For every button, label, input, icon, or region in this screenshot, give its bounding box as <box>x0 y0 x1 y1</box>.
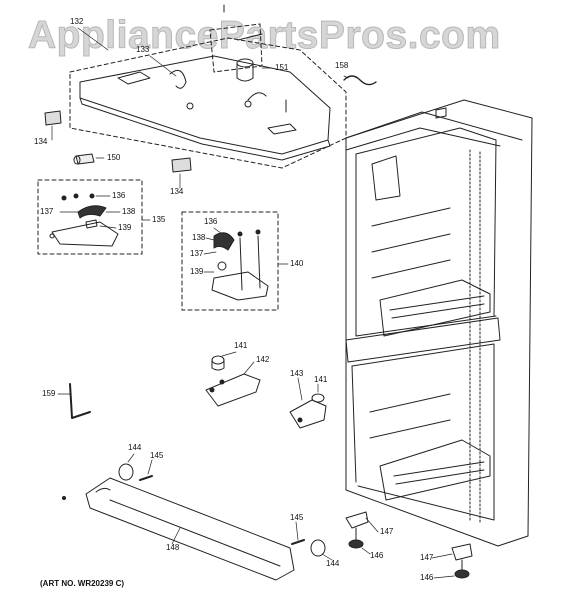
callout-145-left: 145 <box>150 451 164 460</box>
callout-136-left: 136 <box>112 191 126 200</box>
callout-138-right: 138 <box>192 233 206 242</box>
part-144-roller-right <box>310 539 326 557</box>
callout-144-right: 144 <box>326 559 340 568</box>
top-cover-panel <box>79 55 331 155</box>
callout-147-right: 147 <box>420 553 434 562</box>
refrigerator-cabinet <box>345 99 533 547</box>
callout-159: 159 <box>42 389 56 398</box>
part-134-tag-left <box>44 110 62 126</box>
callout-139-left: 139 <box>118 223 132 232</box>
callout-133: 133 <box>136 45 150 54</box>
callout-142: 142 <box>256 355 270 364</box>
leader-lines <box>51 27 455 579</box>
callout-146-left: 146 <box>370 551 384 560</box>
callout-141-left: 141 <box>234 341 248 350</box>
callout-140: 140 <box>290 259 304 268</box>
part-143-hinge <box>289 399 327 429</box>
callout-150: 150 <box>107 153 121 162</box>
callout-144-left: 144 <box>128 443 142 452</box>
callout-137-left: 137 <box>40 207 54 216</box>
part-147-bracket-right <box>451 543 473 561</box>
part-144-roller-left <box>118 463 134 481</box>
callout-151: 151 <box>275 63 289 72</box>
callout-139-right: 139 <box>190 267 204 276</box>
callout-147-left: 147 <box>380 527 394 536</box>
part-147-bracket-left <box>345 511 369 529</box>
hinge-kit-135-box <box>37 179 143 255</box>
callout-141-right: 141 <box>314 375 328 384</box>
callout-135: 135 <box>152 215 166 224</box>
part-142-hinge <box>205 373 261 407</box>
part-146-leg-left <box>348 539 364 549</box>
callout-136-right: 136 <box>204 217 218 226</box>
callout-134-left: 134 <box>34 137 48 146</box>
part-150-plug <box>75 153 95 165</box>
callout-158: 158 <box>335 61 349 70</box>
callout-143: 143 <box>290 369 304 378</box>
callout-134-right: 134 <box>170 187 184 196</box>
part-151-box <box>209 23 263 73</box>
part-158-wire <box>343 75 377 86</box>
callout-138-left: 138 <box>122 207 136 216</box>
callout-132: 132 <box>70 17 84 26</box>
callout-146-right: 146 <box>420 573 434 582</box>
watermark-text: AppliancePartsPros.com <box>28 14 501 58</box>
part-159-wrench <box>69 383 91 419</box>
part-146-leg-right <box>454 569 470 579</box>
part-134-tag-right <box>171 157 192 173</box>
art-number-label: (ART NO. WR20239 C) <box>40 579 125 588</box>
hinge-kit-140-box <box>181 211 279 311</box>
callout-137-right: 137 <box>190 249 204 258</box>
callout-145-right: 145 <box>290 513 304 522</box>
part-148-base-grille <box>85 477 295 581</box>
callout-148: 148 <box>166 543 180 552</box>
